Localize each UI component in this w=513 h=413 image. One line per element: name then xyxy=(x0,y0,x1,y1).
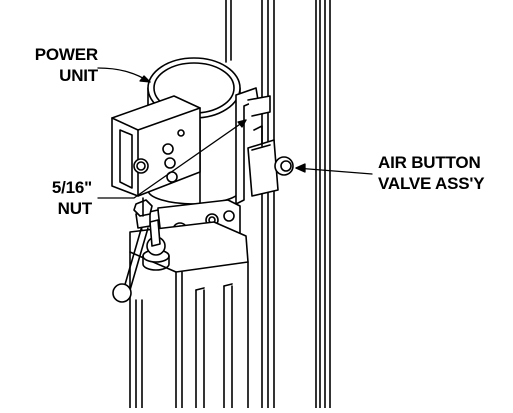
label-nut-line2: NUT xyxy=(57,199,93,218)
label-nut: 5/16" NUT xyxy=(30,177,92,219)
nut-5-16 xyxy=(133,197,153,217)
label-air-button-valve: AIR BUTTON VALVE ASS'Y xyxy=(378,152,508,194)
leader-nut xyxy=(97,119,247,199)
leader-air-button xyxy=(295,167,373,175)
release-handle xyxy=(112,211,151,303)
motor-mount-bracket xyxy=(235,87,271,205)
label-power-unit-line1: POWER xyxy=(34,45,98,64)
label-power-unit-line2: UNIT xyxy=(59,66,98,85)
label-nut-line1: 5/16" xyxy=(51,178,92,197)
filler-cap xyxy=(142,219,170,271)
label-power-unit: POWER UNIT xyxy=(18,44,98,86)
arrow-power-unit xyxy=(139,75,151,83)
air-button-valve xyxy=(247,125,294,197)
label-air-button-line1: AIR BUTTON xyxy=(378,153,481,172)
lift-column xyxy=(225,0,331,409)
electrical-box xyxy=(111,95,201,197)
leader-lines xyxy=(97,67,373,199)
arrow-nut xyxy=(237,119,247,128)
arrow-air-button xyxy=(295,163,306,173)
label-air-button-line2: VALVE ASS'Y xyxy=(378,174,485,193)
